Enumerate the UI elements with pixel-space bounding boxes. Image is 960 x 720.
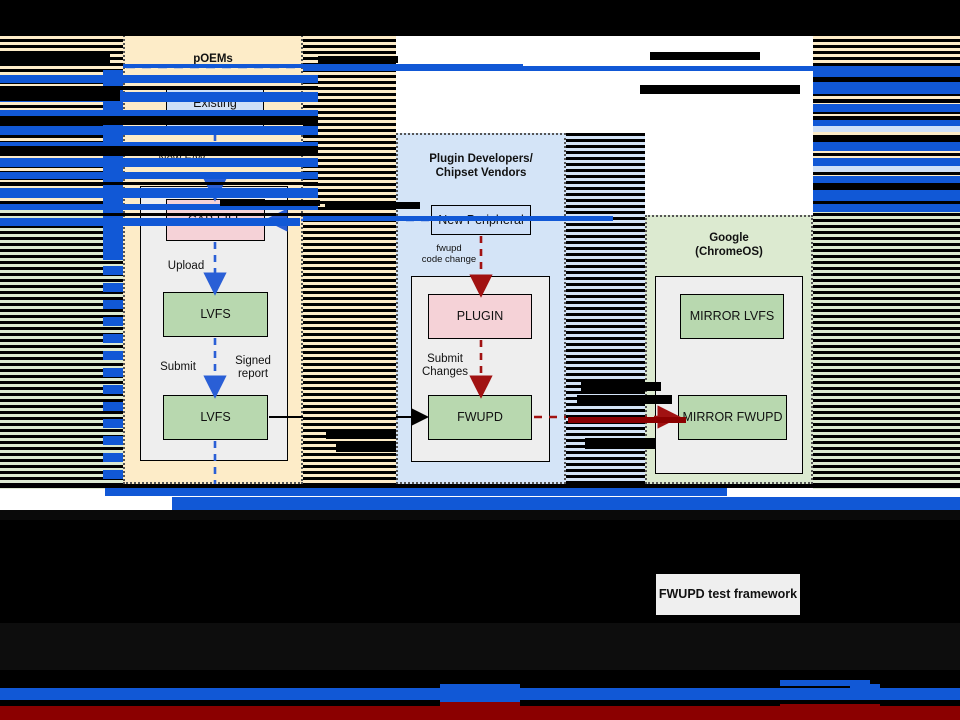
- edge-label-submit-changes: Submit Changes: [421, 353, 469, 378]
- edge-label-fwupd-code-change: fwupd code change: [421, 243, 477, 265]
- edge-label-upload: Upload: [167, 260, 205, 272]
- edge-label-signed-report: Signed report: [235, 355, 271, 380]
- node-mirror-lvfs[interactable]: MIRROR LVFS: [680, 294, 784, 339]
- node-mirror-fwupd[interactable]: MIRROR FWUPD: [678, 395, 787, 440]
- swimlane-google-title: Google (ChromeOS): [695, 232, 763, 258]
- node-fwupd-test-framework[interactable]: FWUPD test framework: [656, 574, 800, 615]
- edge-label-submit: Submit: [160, 361, 196, 373]
- node-lvfs-upload[interactable]: LVFS: [163, 292, 268, 337]
- swimlane-poems-title: pOEMs: [193, 53, 233, 65]
- node-fwupd[interactable]: FWUPD: [428, 395, 532, 440]
- node-lvfs-submit[interactable]: LVFS: [163, 395, 268, 440]
- swimlane-plugin-title: Plugin Developers/ Chipset Vendors: [429, 153, 533, 179]
